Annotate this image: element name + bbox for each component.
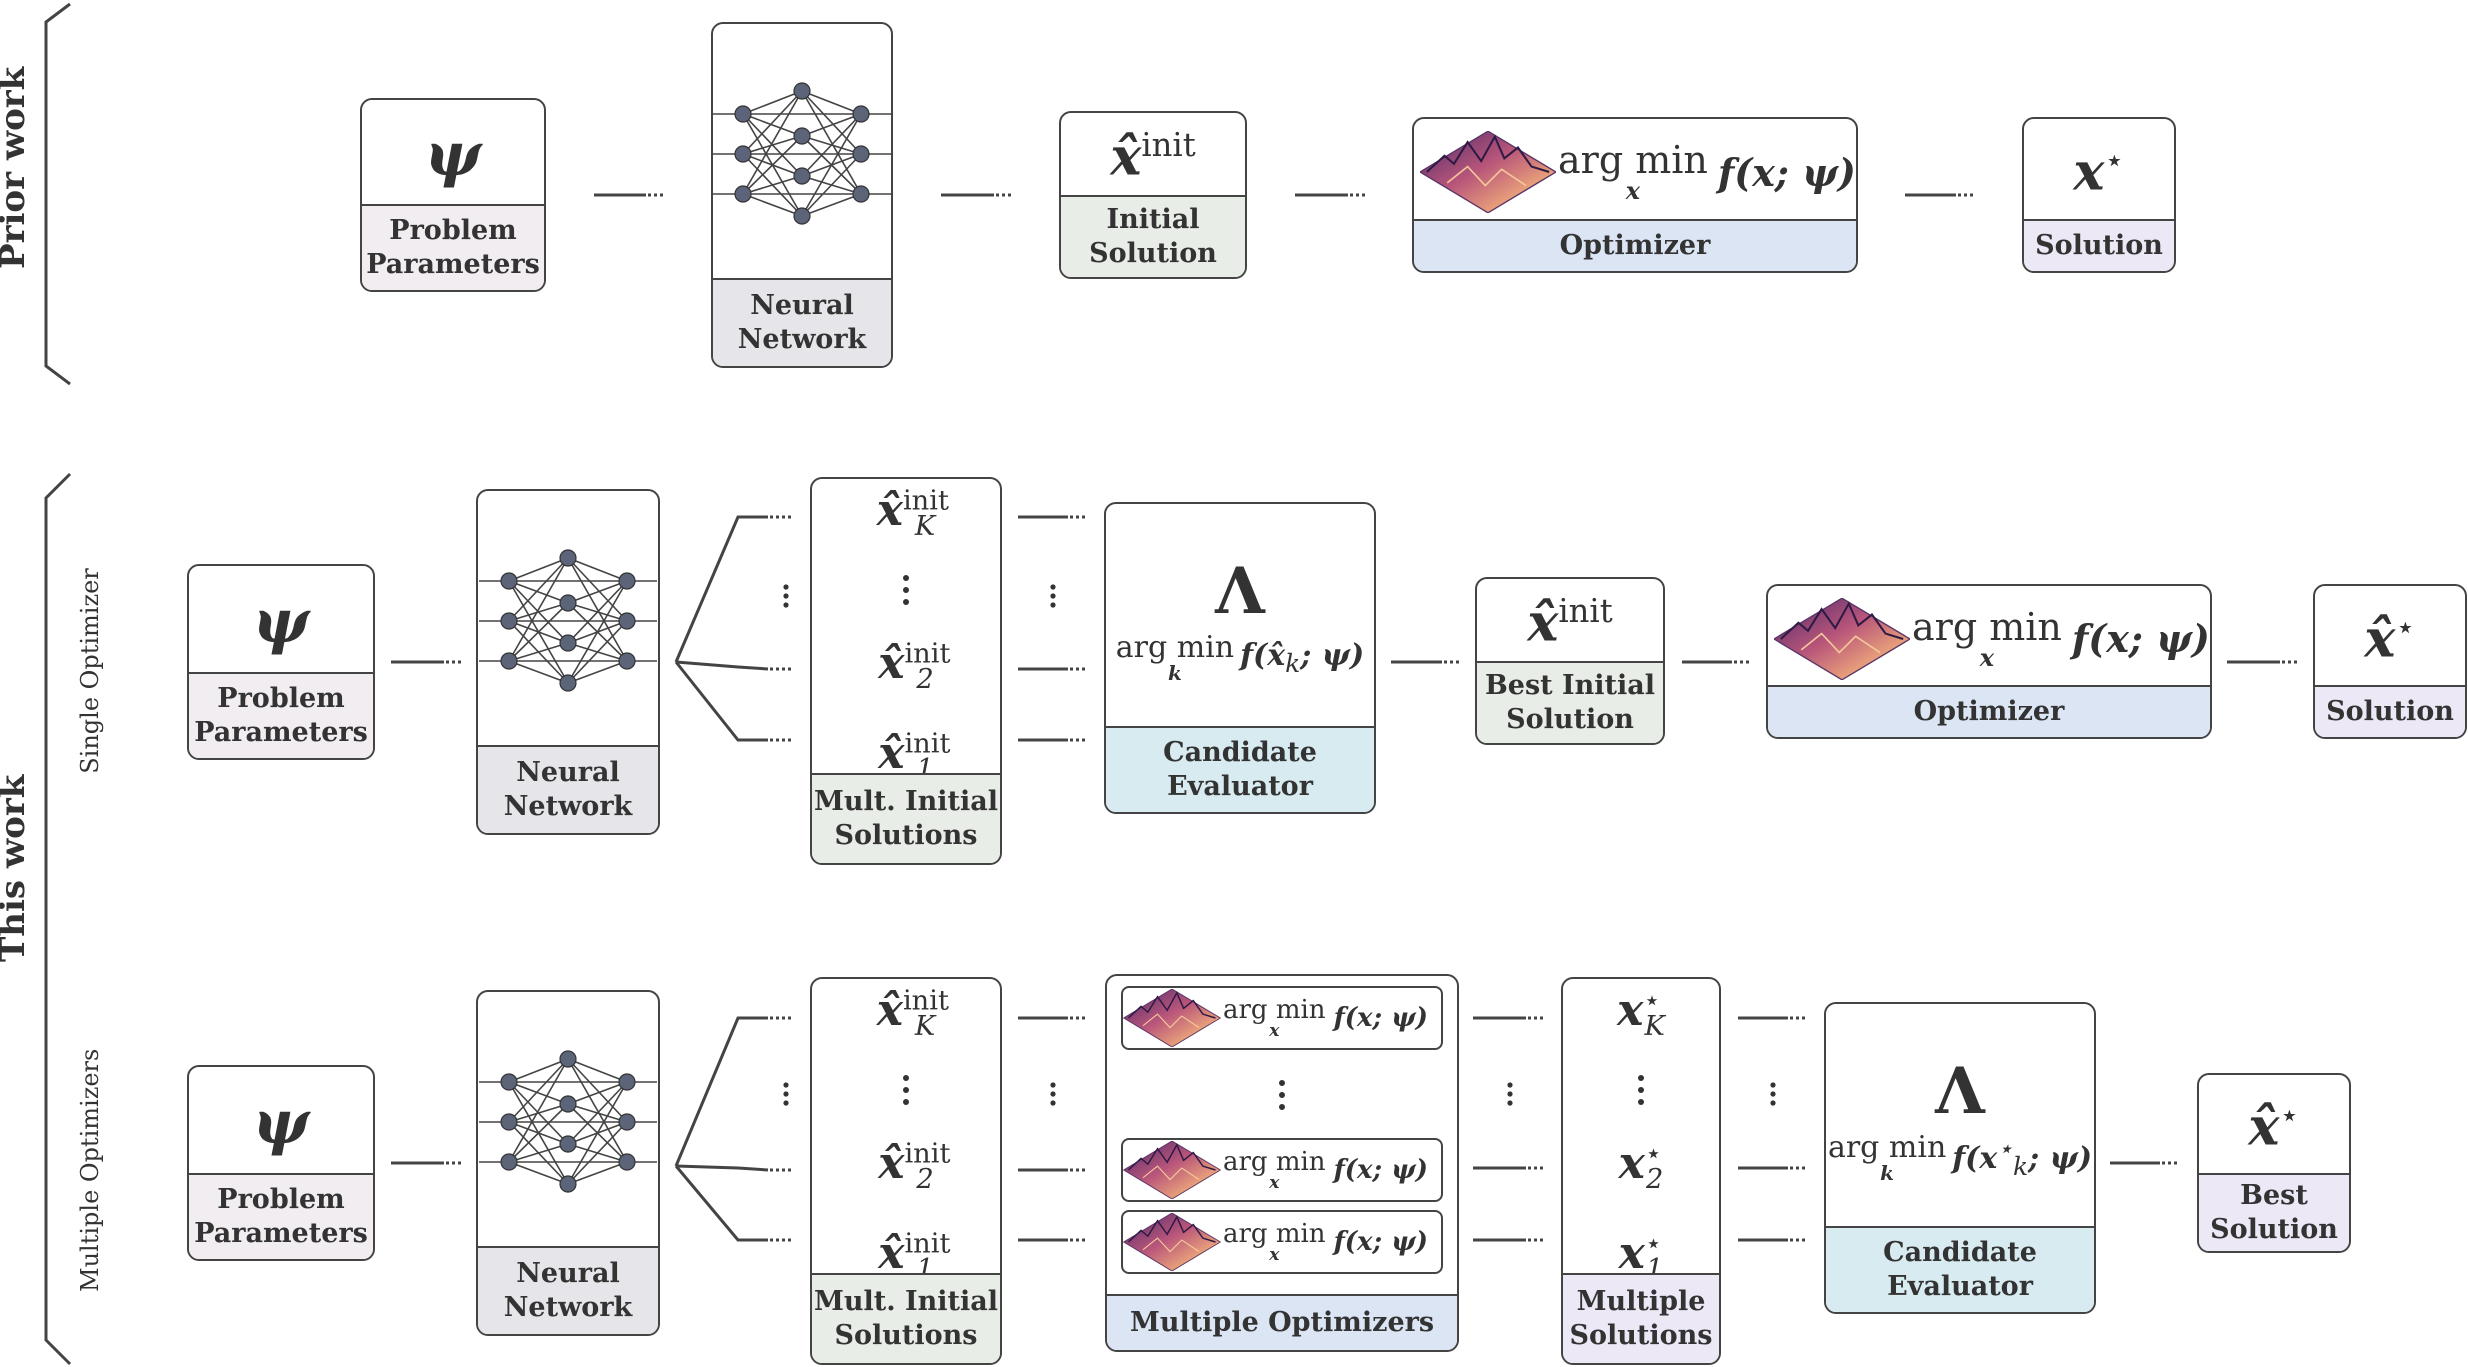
vertical-ellipsis — [903, 1075, 909, 1105]
terrain-landscape-icon — [1774, 597, 1910, 680]
x-hat-star-symbol: x̂⋆ — [2248, 1096, 2300, 1158]
x-hat-init-symbol: x̂init — [1527, 592, 1613, 654]
single-solution: x̂⋆ Solution — [2313, 584, 2467, 739]
multi-mult-initial-solutions: x̂initK x̂init2 x̂init1 Mult. Initial So… — [810, 977, 1002, 1365]
prior-solution: x⋆ Solution — [2022, 117, 2176, 273]
prior-neural-network: Neural Network — [711, 22, 893, 368]
best-solution-label: Best Solution — [2199, 1173, 2349, 1251]
best-solution: x̂⋆ Best Solution — [2197, 1073, 2351, 1253]
solution-label: Solution — [2315, 685, 2465, 737]
lambda-symbol: Λ — [1215, 553, 1265, 629]
optimizer-label: Optimizer — [1414, 219, 1856, 271]
optimizer-label: Optimizer — [1768, 685, 2210, 737]
multiple-optimizers-label: Multiple Optimizers — [1107, 1294, 1457, 1350]
multiple-optimizers-label: Multiple Optimizers — [76, 1048, 104, 1292]
best-initial-solution: x̂init Best Initial Solution — [1475, 577, 1665, 745]
vertical-ellipsis — [1270, 1080, 1294, 1110]
x-hat-star-symbol: x̂⋆ — [2364, 607, 2416, 670]
this-work-label: This work — [0, 774, 33, 962]
this-work-bracket — [44, 472, 72, 1366]
best-initial-solution-label: Best Initial Solution — [1477, 661, 1663, 743]
neural-network-label: Neural Network — [713, 278, 891, 366]
problem-parameters-label: Problem Parameters — [189, 672, 373, 758]
multiple-solutions-label: Multiple Solutions — [1563, 1273, 1719, 1363]
single-neural-network: Neural Network — [476, 489, 660, 835]
x-hat-init-2: x̂init2 — [878, 638, 951, 695]
vertical-ellipsis — [903, 575, 909, 605]
x-hat-init-1: x̂init1 — [878, 728, 951, 785]
x-star-K: x⋆K — [1617, 985, 1665, 1042]
mult-initial-solutions-label: Mult. Initial Solutions — [812, 773, 1000, 863]
prior-initial-solution: x̂init Initial Solution — [1059, 111, 1247, 279]
x-hat-init-2: x̂init2 — [878, 1138, 951, 1195]
prior-work-bracket — [44, 2, 71, 386]
prior-problem-parameters: ψ Problem Parameters — [360, 98, 546, 292]
vertical-ellipsis — [1638, 1075, 1644, 1105]
terrain-landscape-icon — [1123, 1213, 1221, 1271]
single-optimizer-label: Single Optimizer — [76, 568, 104, 774]
psi-symbol: ψ — [252, 587, 310, 657]
solution-label: Solution — [2024, 219, 2174, 271]
neural-network-icon — [479, 549, 657, 692]
x-hat-init-K: x̂initK — [876, 485, 949, 542]
psi-symbol: ψ — [252, 1088, 310, 1158]
prior-work-label: Prior work — [0, 66, 33, 269]
problem-parameters-label: Problem Parameters — [189, 1173, 373, 1259]
single-problem-parameters: ψ Problem Parameters — [187, 564, 375, 760]
problem-parameters-label: Problem Parameters — [362, 204, 544, 290]
multi-problem-parameters: ψ Problem Parameters — [187, 1065, 375, 1261]
terrain-landscape-icon — [1420, 131, 1556, 213]
x-star-2: x⋆2 — [1618, 1138, 1664, 1195]
x-star-1: x⋆1 — [1618, 1228, 1664, 1285]
neural-network-icon — [479, 1050, 657, 1193]
candidate-evaluator-label: Candidate Evaluator — [1826, 1226, 2094, 1312]
multi-neural-network: Neural Network — [476, 990, 660, 1336]
terrain-landscape-icon — [1123, 1141, 1221, 1199]
lambda-symbol: Λ — [1935, 1053, 1985, 1129]
x-star-symbol: x⋆ — [2073, 141, 2125, 203]
x-hat-init-K: x̂initK — [876, 985, 949, 1042]
single-mult-initial-solutions: x̂initK x̂init2 x̂init1 Mult. Initial So… — [810, 477, 1002, 865]
neural-network-label: Neural Network — [478, 745, 658, 833]
x-hat-init-symbol: x̂init — [1110, 126, 1196, 188]
mult-initial-solutions-label: Mult. Initial Solutions — [812, 1273, 1000, 1363]
multiple-solutions: x⋆K x⋆2 x⋆1 Multiple Solutions — [1561, 977, 1721, 1365]
terrain-landscape-icon — [1123, 989, 1221, 1047]
initial-solution-label: Initial Solution — [1061, 195, 1245, 277]
psi-symbol: ψ — [424, 120, 482, 190]
neural-network-icon — [713, 82, 891, 225]
neural-network-label: Neural Network — [478, 1246, 658, 1334]
candidate-evaluator-label: Candidate Evaluator — [1106, 726, 1374, 812]
